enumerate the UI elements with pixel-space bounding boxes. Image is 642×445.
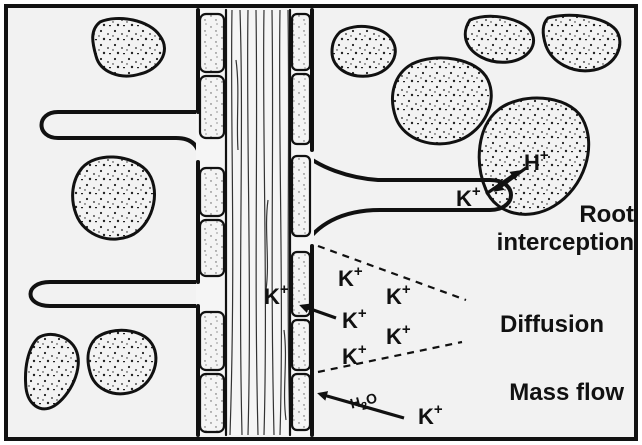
root-interception-label: interception xyxy=(497,229,634,256)
diffusion-label: Diffusion xyxy=(500,311,604,338)
soil-particle xyxy=(88,330,156,393)
soil-particle xyxy=(93,18,165,76)
soil-particle xyxy=(73,157,155,239)
soil-particle xyxy=(393,58,492,144)
root xyxy=(196,10,314,435)
mass-flow-label: Mass flow xyxy=(509,379,624,406)
root-interception-label: Root xyxy=(579,201,634,228)
cortex-cells-left xyxy=(200,14,224,432)
soil-particle xyxy=(332,26,395,76)
cortex-cells-right xyxy=(292,14,310,430)
